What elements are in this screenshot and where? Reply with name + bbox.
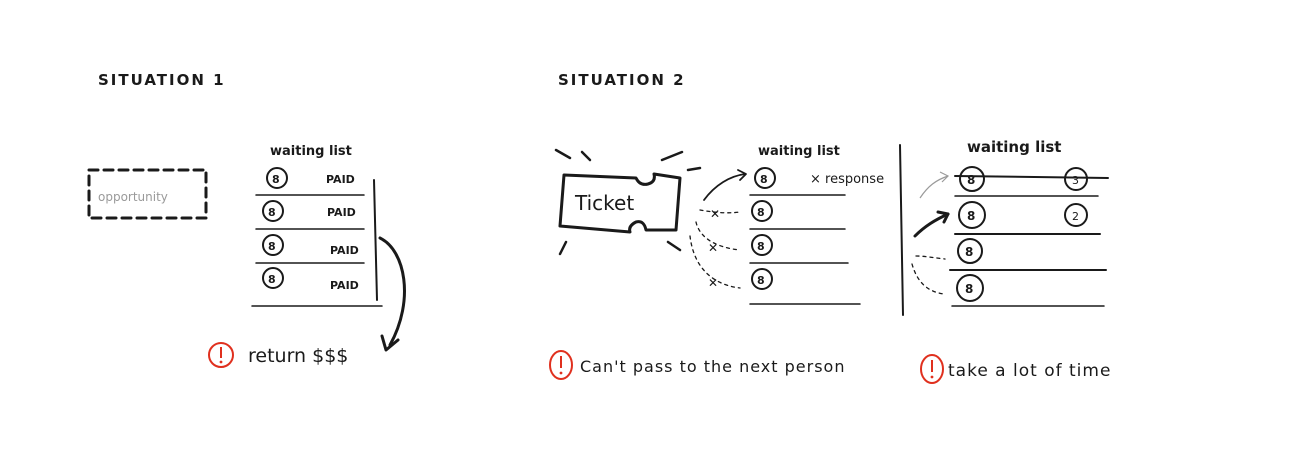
svg-text:8: 8 — [757, 274, 765, 287]
person-icon — [751, 234, 773, 256]
situation-1-title: SITUATION 1 — [98, 71, 226, 89]
situation-2-title: SITUATION 2 — [558, 71, 686, 89]
svg-text:✕: ✕ — [710, 207, 720, 221]
svg-text:3: 3 — [1072, 174, 1079, 187]
person-icon — [266, 167, 288, 189]
problem-3-text: take a lot of time — [948, 361, 1111, 381]
person-icon — [262, 267, 284, 289]
list-item: 8 — [949, 238, 1107, 271]
svg-text:2: 2 — [1072, 210, 1079, 223]
svg-text:8: 8 — [268, 273, 276, 286]
svg-text:✕: ✕ — [708, 276, 718, 290]
panel-divider — [899, 144, 904, 316]
list-item: 8 PAID — [255, 200, 365, 230]
svg-text:8: 8 — [757, 240, 765, 253]
exclamation-circle-icon — [920, 354, 944, 384]
list-item: 8 2 — [954, 201, 1101, 235]
exclamation-circle-icon — [208, 342, 234, 368]
person-icon — [958, 201, 986, 229]
no-response-note: × response — [810, 172, 884, 187]
problem-2-text: Can't pass to the next person — [580, 357, 845, 376]
problem-1: return $$$ — [208, 342, 348, 368]
ticket-icon: Ticket — [554, 148, 702, 256]
list-item: 8 — [749, 268, 861, 305]
waiting-list-2: 8 × response 8 8 8 — [749, 167, 884, 305]
list-item: 8 — [749, 234, 849, 264]
paid-status: PAID — [326, 173, 355, 186]
return-arrow — [378, 236, 406, 352]
clock-icon — [1064, 167, 1088, 191]
list-item: 8 3 — [954, 166, 1109, 197]
waiting-list-1: 8 PAID 8 PAID 8 PAID 8 PAID — [251, 167, 383, 307]
waiting-list-2-title: waiting list — [758, 144, 840, 159]
ticket-label: Ticket — [574, 191, 634, 215]
svg-text:8: 8 — [967, 209, 975, 223]
paid-status: PAID — [330, 244, 359, 257]
person-icon — [262, 200, 284, 222]
waiting-list-3-title: waiting list — [967, 138, 1061, 156]
person-icon — [754, 167, 776, 189]
problem-2: Can't pass to the next person — [549, 350, 845, 380]
person-icon — [751, 200, 773, 222]
ticket-arrows: ✕ ✕ ✕ — [689, 169, 747, 290]
person-icon — [956, 274, 984, 302]
list-item: 8 — [951, 274, 1105, 307]
opportunity-label: opportunity — [98, 190, 168, 204]
waiting-list-1-title: waiting list — [270, 144, 352, 159]
svg-text:8: 8 — [965, 282, 973, 296]
person-icon — [957, 238, 983, 264]
strike-line — [954, 175, 1109, 179]
list-item: 8 PAID — [251, 267, 383, 307]
problem-1-text: return $$$ — [248, 345, 348, 367]
svg-text:8: 8 — [272, 173, 280, 186]
svg-text:8: 8 — [760, 173, 768, 186]
waiting-list-3: 8 3 8 2 8 8 — [949, 166, 1109, 307]
opportunity-box: opportunity — [87, 168, 208, 220]
list-item: 8 PAID — [255, 167, 365, 196]
list-item: 8 × response — [749, 167, 884, 196]
svg-text:8: 8 — [268, 206, 276, 219]
list-item: 8 — [749, 200, 846, 230]
person-icon — [959, 166, 985, 192]
svg-text:8: 8 — [757, 206, 765, 219]
person-icon — [262, 234, 284, 256]
svg-text:✕: ✕ — [708, 241, 718, 255]
paid-status: PAID — [327, 206, 356, 219]
exclamation-circle-icon — [549, 350, 573, 380]
paid-status: PAID — [330, 279, 359, 292]
clock-icon — [1064, 203, 1088, 227]
pass-along-arrows — [911, 171, 950, 295]
svg-text:8: 8 — [965, 245, 973, 259]
list-item: 8 PAID — [255, 234, 365, 264]
problem-3: take a lot of time — [920, 354, 1111, 384]
person-icon — [751, 268, 773, 290]
svg-text:8: 8 — [268, 240, 276, 253]
svg-text:8: 8 — [967, 173, 975, 187]
